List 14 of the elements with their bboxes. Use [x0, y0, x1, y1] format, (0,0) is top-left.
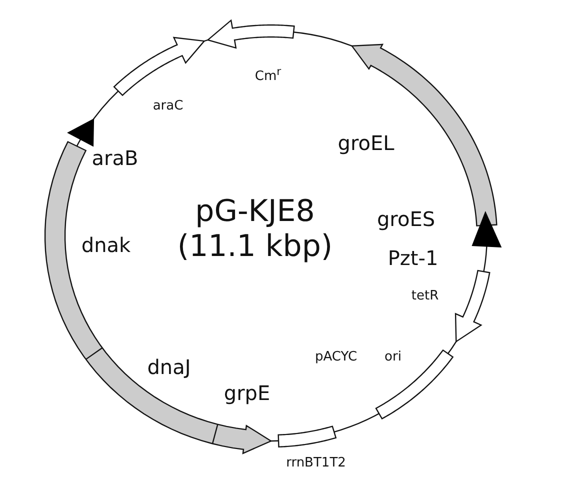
gene-label: groES: [376, 209, 436, 229]
gene-label: araB: [92, 148, 138, 168]
gene-label: araC: [152, 100, 184, 112]
gene-label: grpE: [224, 383, 270, 403]
gene-label: Cm$^{r}$: [254, 66, 282, 84]
plasmid-title: pG-KJE8 (11.1 kbp): [176, 195, 334, 264]
gene-label: rrnBT1T2: [286, 456, 346, 470]
gene-label: dnaJ: [147, 357, 191, 377]
gene-label: Pzt-1: [388, 248, 438, 268]
gene-label: dnak: [81, 235, 131, 255]
gene-label: pACYC: [314, 350, 358, 364]
gene-label: tetR: [411, 290, 439, 302]
gene-label: groEL: [338, 133, 394, 153]
gene-label: ori: [384, 350, 402, 364]
